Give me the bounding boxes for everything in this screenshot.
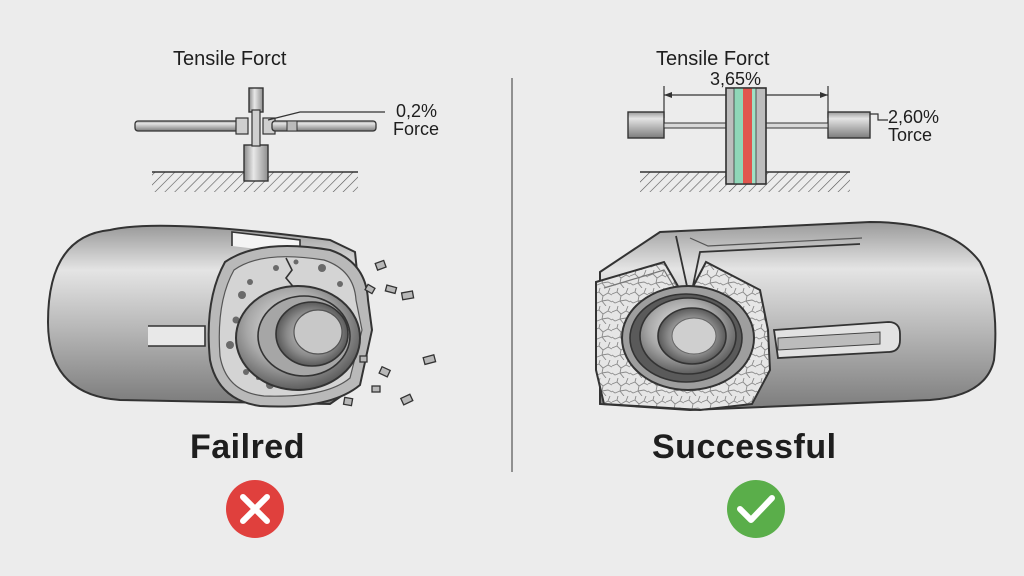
left-status-label: Failred: [190, 428, 305, 466]
right-force-label: Torce: [888, 125, 933, 145]
left-force-label: Force: [393, 119, 440, 139]
check-icon-circle: [727, 480, 785, 538]
right-diagram-title: Tensile Forct: [656, 48, 770, 70]
failed-component: [46, 224, 437, 408]
cross-icon: [226, 480, 284, 538]
successful-component: [595, 220, 997, 412]
right-tensile-diagram: [627, 86, 888, 192]
right-status-label: Successful: [652, 428, 837, 466]
left-force-value: 0,2%: [396, 101, 438, 121]
left-diagram-title: Tensile Forct: [173, 48, 287, 70]
right-force-value: 2,60%: [888, 107, 940, 127]
left-tensile-diagram: [134, 87, 385, 192]
check-icon: [727, 480, 785, 538]
right-dimension-value: 3,65%: [710, 69, 762, 89]
